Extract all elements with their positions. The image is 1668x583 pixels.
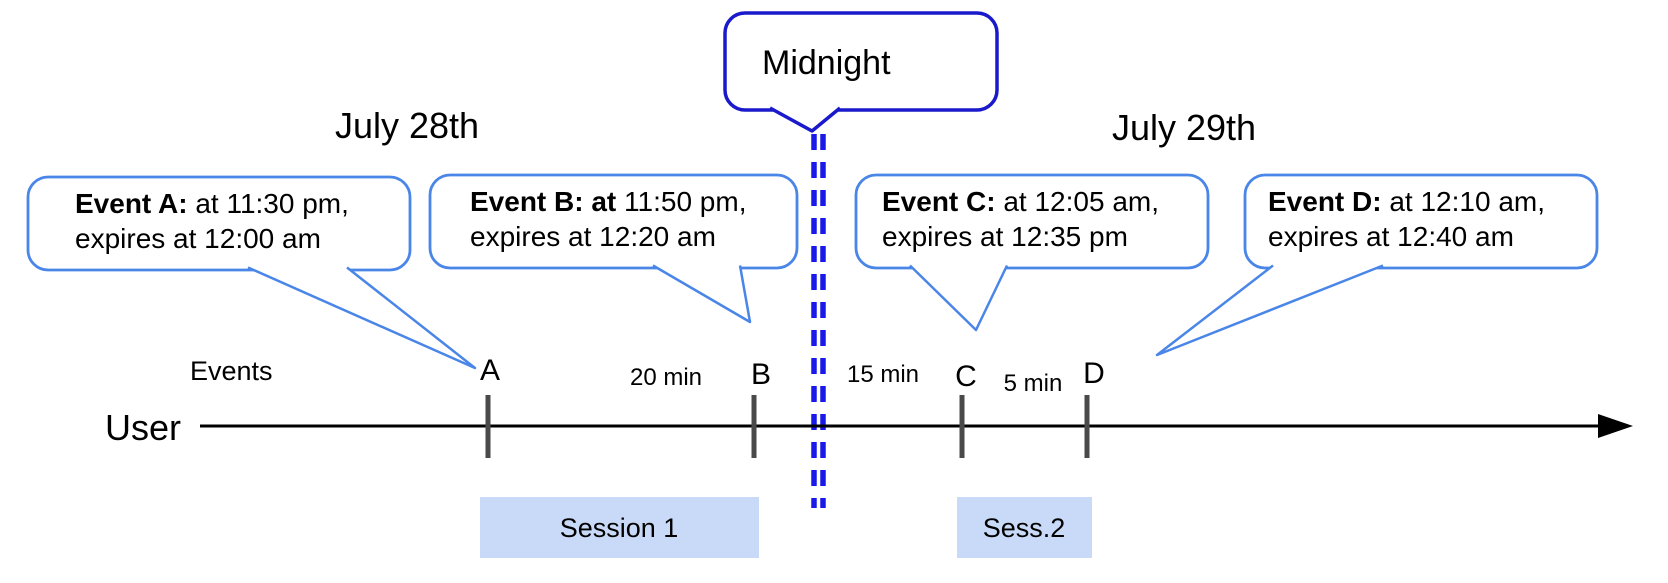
event-callout-b: Event B: at 11:50 pm, expires at 12:20 a… (428, 173, 799, 324)
marker-d: D (1083, 357, 1105, 390)
event-a-line1: Event A: at 11:30 pm, (75, 188, 349, 219)
session-1-box (480, 497, 759, 558)
event-a-bubble (26, 175, 412, 272)
event-c-bubble (854, 173, 1210, 270)
sessions: Session 1 Sess.2 (480, 497, 1092, 558)
event-callout-a: Event A: at 11:30 pm, expires at 12:00 a… (26, 175, 477, 370)
date-july-29: July 29th (1112, 107, 1256, 148)
session-2-box (957, 497, 1092, 558)
event-callout-c: Event C: at 12:05 am, expires at 12:35 p… (854, 173, 1210, 332)
event-d-title: Event D: (1268, 186, 1382, 217)
event-d-line2: expires at 12:40 am (1268, 221, 1514, 252)
midnight-callout: Midnight (723, 11, 999, 133)
marker-b: B (751, 358, 771, 391)
user-label: User (105, 407, 181, 448)
timeline-arrowhead (1598, 414, 1633, 438)
event-c-line2: expires at 12:35 pm (882, 221, 1128, 252)
user-timeline: User Events A B C D 20 min 15 min 5 min (105, 354, 1633, 458)
event-a-time: at 11:30 pm, (188, 188, 349, 219)
event-d-time: at 12:10 am, (1382, 186, 1545, 217)
date-july-28: July 28th (335, 105, 479, 146)
events-label: Events (190, 356, 273, 386)
event-a-line2: expires at 12:00 am (75, 223, 321, 254)
marker-a: A (480, 354, 500, 387)
event-b-line1: Event B: at 11:50 pm, (470, 186, 746, 217)
marker-c: C (955, 360, 977, 393)
event-c-line1: Event C: at 12:05 am, (882, 186, 1159, 217)
midnight-label: Midnight (762, 44, 891, 82)
event-b-bubble-tail (652, 264, 752, 324)
session-2-label: Sess.2 (983, 513, 1066, 543)
session-1-label: Session 1 (560, 513, 679, 543)
event-d-bubble-tail (1155, 264, 1384, 357)
event-b-bubble (428, 173, 799, 270)
interval-a-b: 20 min (630, 364, 702, 391)
midnight-bubble-tail (769, 106, 842, 133)
event-d-bubble (1243, 173, 1599, 270)
event-a-bubble-tail (247, 266, 477, 370)
interval-b-c: 15 min (847, 361, 919, 388)
midnight-bubble (723, 11, 999, 112)
event-d-line1: Event D: at 12:10 am, (1268, 186, 1545, 217)
event-b-time: 11:50 pm, (616, 186, 746, 217)
event-a-title: Event A: (75, 188, 188, 219)
event-c-bubble-tail (909, 264, 1009, 332)
interval-c-d: 5 min (1004, 370, 1063, 397)
event-c-time: at 12:05 am, (996, 186, 1159, 217)
midnight-divider (811, 134, 826, 508)
event-c-title: Event C: (882, 186, 996, 217)
event-b-title: Event B: at (470, 186, 616, 217)
event-callout-d: Event D: at 12:10 am, expires at 12:40 a… (1155, 173, 1599, 357)
event-b-line2: expires at 12:20 am (470, 221, 716, 252)
